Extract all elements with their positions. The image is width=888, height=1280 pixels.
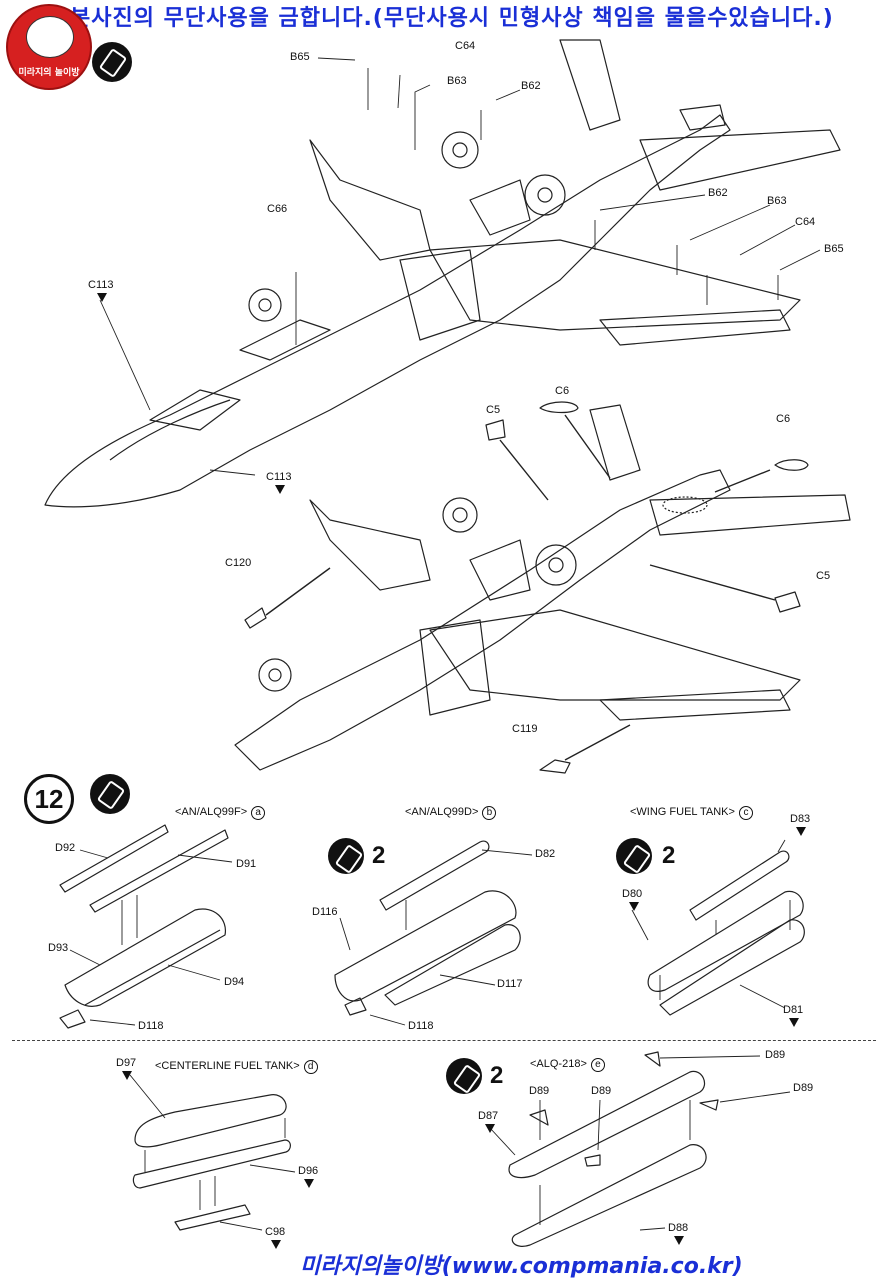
- label-c113-top: C113: [88, 279, 114, 291]
- label-c64-right: C64: [795, 216, 816, 228]
- label-d89-right: D89: [793, 1082, 814, 1094]
- decal-marker-d97: [122, 1071, 132, 1080]
- label-d96: D96: [298, 1165, 319, 1177]
- label-b62-right: B62: [708, 187, 728, 199]
- watermark-stamp: 미라지의 놀이방: [6, 4, 92, 90]
- label-d92: D92: [55, 842, 76, 854]
- label-d94: D94: [224, 976, 245, 988]
- section-b-title: <AN/ALQ99D>b: [405, 806, 497, 820]
- glue-icon-step: [90, 774, 130, 814]
- label-b65-left: B65: [290, 51, 310, 63]
- middle-aircraft-drawing: [234, 401, 851, 774]
- label-c64-left: C64: [455, 40, 476, 52]
- alq99d-drawing: [334, 840, 521, 1016]
- assemble-icon-e: [446, 1058, 482, 1094]
- label-b65-right: B65: [824, 243, 844, 255]
- label-d118-b: D118: [408, 1020, 434, 1032]
- section-divider: [12, 1040, 876, 1041]
- assemble-icon-c: [616, 838, 652, 874]
- multiplier-e: 2: [490, 1062, 504, 1089]
- decal-marker-c98: [271, 1240, 281, 1249]
- label-d91: D91: [236, 858, 257, 870]
- label-d80: D80: [622, 888, 643, 900]
- copyright-banner: 본사진의 무단사용을 금합니다.(무단사용시 민형사상 책임을 물을수있습니다.…: [70, 6, 834, 30]
- section-a-title-text: <AN/ALQ99F>: [175, 806, 248, 818]
- label-d117: D117: [497, 978, 523, 990]
- label-d89-top: D89: [765, 1049, 786, 1061]
- label-c119: C119: [512, 723, 538, 735]
- label-c5-right: C5: [816, 570, 831, 582]
- decal-marker-c113-top: [97, 293, 107, 302]
- section-e-title-text: <ALQ-218>: [530, 1058, 587, 1070]
- multiplier-c: 2: [662, 842, 676, 869]
- label-c113-bottom: C113: [266, 471, 292, 483]
- decal-marker-d81: [789, 1018, 799, 1027]
- decal-marker-d88: [674, 1236, 684, 1245]
- footer-watermark: 미라지의놀이방(www.compmania.co.kr): [300, 1254, 743, 1278]
- top-aircraft-drawing: [44, 39, 841, 508]
- label-d87: D87: [478, 1110, 499, 1122]
- section-e-title: <ALQ-218>e: [530, 1058, 605, 1072]
- label-d89-left: D89: [529, 1085, 550, 1097]
- decal-marker-c113-bottom: [275, 485, 285, 494]
- label-c5-top: C5: [486, 404, 501, 416]
- label-b62-left: B62: [521, 80, 541, 92]
- section-e-letter: e: [590, 1058, 605, 1072]
- alq99f-drawing: [59, 824, 229, 1029]
- section-c-title-text: <WING FUEL TANK>: [630, 806, 735, 818]
- decal-marker-d87: [485, 1124, 495, 1133]
- label-d83: D83: [790, 813, 811, 825]
- section-b-letter: b: [482, 806, 497, 820]
- section-a-title: <AN/ALQ99F>a: [175, 806, 266, 820]
- label-d116: D116: [312, 906, 338, 918]
- label-d81: D81: [783, 1004, 804, 1016]
- section-d-title: <CENTERLINE FUEL TANK>d: [155, 1060, 318, 1074]
- decal-marker-d83: [796, 827, 806, 836]
- label-c98: C98: [265, 1226, 286, 1238]
- section-d-title-text: <CENTERLINE FUEL TANK>: [155, 1060, 300, 1072]
- multiplier-b: 2: [372, 842, 386, 869]
- assemble-icon-b: [328, 838, 364, 874]
- label-c6-top: C6: [555, 385, 570, 397]
- label-b63-right: B63: [767, 195, 787, 207]
- label-d89-mid: D89: [591, 1085, 612, 1097]
- section-c-title: <WING FUEL TANK>c: [630, 806, 753, 820]
- label-d93: D93: [48, 942, 69, 954]
- section-a-letter: a: [251, 806, 266, 820]
- section-d-letter: d: [303, 1060, 318, 1074]
- step-number: 12: [24, 774, 74, 824]
- label-b63-left: B63: [447, 75, 467, 87]
- wing-fuel-tank-drawing: [647, 850, 805, 1016]
- label-d88: D88: [668, 1222, 689, 1234]
- label-d82: D82: [535, 848, 556, 860]
- label-d118-a: D118: [138, 1020, 164, 1032]
- section-b-title-text: <AN/ALQ99D>: [405, 806, 479, 818]
- alq218-drawing: [508, 1051, 719, 1247]
- mascot-icon: [26, 16, 74, 58]
- decal-marker-d96: [304, 1179, 314, 1188]
- label-d97: D97: [116, 1057, 137, 1069]
- label-c120: C120: [225, 557, 252, 569]
- stamp-label: 미라지의 놀이방: [18, 68, 80, 78]
- label-c6-right: C6: [776, 413, 791, 425]
- decal-marker-d80: [629, 902, 639, 911]
- glue-icon-top: [92, 42, 132, 82]
- centerline-fuel-tank-drawing: [132, 1094, 291, 1231]
- label-c66: C66: [267, 203, 288, 215]
- section-c-letter: c: [738, 806, 753, 820]
